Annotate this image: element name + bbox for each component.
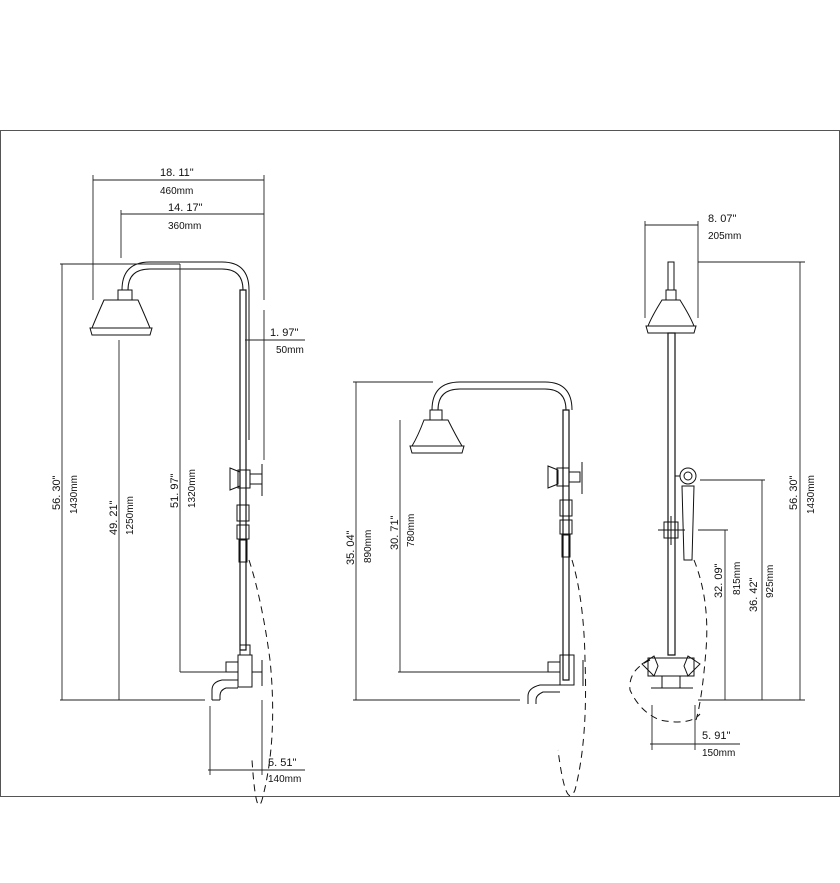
right-head-width-in: 8. 07"	[708, 213, 736, 225]
middle-dimension-lines	[353, 381, 548, 701]
left-offset-mm: 50mm	[276, 345, 304, 356]
right-dimension-lines	[644, 221, 805, 750]
middle-total-height-in: 35. 04"	[345, 530, 357, 565]
middle-view-fixture	[409, 381, 587, 797]
left-arm-width-mm: 360mm	[168, 221, 201, 232]
left-total-height-in: 56. 30"	[51, 475, 63, 510]
left-view-fixture	[89, 261, 274, 806]
left-arm-width-in: 14. 17"	[168, 202, 203, 214]
left-total-width-mm: 460mm	[160, 186, 193, 197]
right-depth-in: 5. 91"	[702, 730, 730, 742]
left-total-height-mm: 1430mm	[69, 475, 80, 514]
left-head-height-mm: 1250mm	[125, 496, 136, 535]
right-head-width-mm: 205mm	[708, 231, 741, 242]
right-holder-height-in: 36. 42"	[748, 577, 760, 612]
right-depth-mm: 150mm	[702, 748, 735, 759]
right-slider-height-mm: 815mm	[732, 562, 743, 595]
middle-head-height-in: 30. 71"	[389, 515, 401, 550]
middle-total-height-mm: 890mm	[363, 530, 374, 563]
left-spout-mm: 140mm	[268, 774, 301, 785]
right-slider-height-in: 32. 09"	[713, 563, 725, 598]
left-offset-in: 1. 97"	[270, 327, 298, 339]
left-bar-height-in: 51. 97"	[169, 473, 181, 508]
left-total-width-in: 18. 11"	[160, 167, 194, 179]
left-head-height-in: 49. 21"	[108, 500, 120, 535]
right-view-fixture	[629, 261, 708, 723]
right-total-height-in: 56. 30"	[788, 475, 800, 510]
left-spout-in: 5. 51"	[268, 757, 296, 769]
left-bar-height-mm: 1320mm	[187, 469, 198, 508]
middle-head-height-mm: 780mm	[406, 514, 417, 547]
right-holder-height-mm: 925mm	[765, 565, 776, 598]
left-dimension-lines	[60, 175, 305, 775]
right-total-height-mm: 1430mm	[806, 475, 817, 514]
